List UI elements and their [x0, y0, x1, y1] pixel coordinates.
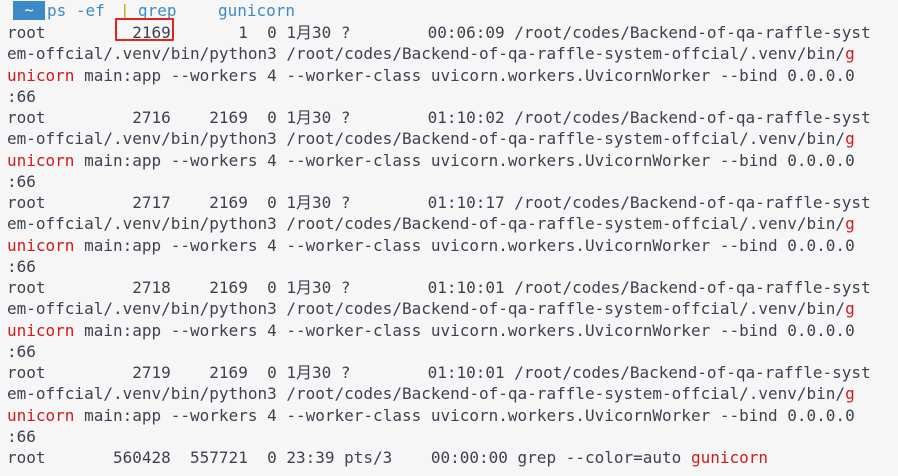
line-text: :66: [7, 171, 36, 191]
grep-match: unicorn: [7, 405, 75, 425]
output-line: root 2718 2169 0 1月30 ? 01:10:01 /root/c…: [7, 277, 871, 298]
output-line: :66: [7, 86, 36, 107]
output-line: em-offcial/.venv/bin/python3 /root/codes…: [7, 43, 855, 64]
output-line: root 2717 2169 0 1月30 ? 01:10:17 /root/c…: [7, 192, 871, 213]
line-text: root 2717 2169 0 1月30 ? 01:10:17 /root/c…: [7, 193, 871, 212]
grep-match: gunicorn: [690, 448, 768, 467]
line-text: root 2169 1 0 1月30 ? 00:06:09 /root/code…: [7, 23, 871, 42]
output-line: em-offcial/.venv/bin/python3 /root/codes…: [7, 383, 855, 404]
line-text: em-offcial/.venv/bin/python3 /root/codes…: [7, 299, 846, 319]
output-line: :66: [7, 171, 36, 192]
prompt-line: ~ ps -ef | grep gunicorn: [7, 0, 295, 21]
grep-match: g: [845, 214, 855, 234]
line-text-rest: main:app --workers 4 --worker-class uvic…: [74, 235, 855, 255]
output-line: unicorn main:app --workers 4 --worker-cl…: [7, 320, 855, 341]
output-line: :66: [7, 341, 36, 362]
output-line: em-offcial/.venv/bin/python3 /root/codes…: [7, 298, 855, 319]
line-text: :66: [7, 426, 36, 446]
line-text: root 2719 2169 0 1月30 ? 01:10:01 /root/c…: [7, 363, 871, 382]
annotation-highlight-box: [115, 18, 174, 41]
output-line: :66: [7, 256, 36, 277]
output-line: unicorn main:app --workers 4 --worker-cl…: [7, 405, 855, 426]
grep-match: unicorn: [7, 150, 75, 170]
line-text-rest: main:app --workers 4 --worker-class uvic…: [74, 320, 855, 340]
line-text: em-offcial/.venv/bin/python3 /root/codes…: [7, 44, 846, 64]
grep-match: unicorn: [7, 65, 75, 85]
grep-match: g: [845, 44, 855, 64]
output-line: root 2716 2169 0 1月30 ? 01:10:02 /root/c…: [7, 107, 871, 128]
grep-match: g: [845, 129, 855, 149]
output-line: root 2169 1 0 1月30 ? 00:06:09 /root/code…: [7, 22, 871, 43]
grep-match: g: [845, 384, 855, 404]
grep-match: unicorn: [7, 235, 75, 255]
line-text-rest: main:app --workers 4 --worker-class uvic…: [74, 150, 855, 170]
line-text-rest: main:app --workers 4 --worker-class uvic…: [74, 65, 855, 85]
output-line: em-offcial/.venv/bin/python3 /root/codes…: [7, 128, 855, 149]
output-line: unicorn main:app --workers 4 --worker-cl…: [7, 150, 855, 171]
grep-match: unicorn: [7, 320, 75, 340]
line-text: em-offcial/.venv/bin/python3 /root/codes…: [7, 129, 846, 149]
line-text: root 2718 2169 0 1月30 ? 01:10:01 /root/c…: [7, 278, 871, 297]
prompt-grep: grep: [138, 1, 177, 20]
line-text-rest: main:app --workers 4 --worker-class uvic…: [74, 405, 855, 425]
line-text: em-offcial/.venv/bin/python3 /root/codes…: [7, 384, 846, 404]
prompt-pipe: |: [120, 1, 130, 20]
line-text: :66: [7, 256, 36, 276]
line-text: root 2716 2169 0 1月30 ? 01:10:02 /root/c…: [7, 108, 871, 127]
line-text: :66: [7, 86, 36, 106]
line-text: :66: [7, 341, 36, 361]
prompt-home-badge: ~: [13, 1, 45, 20]
prompt-command: ps -ef: [47, 1, 105, 20]
output-line: :66: [7, 426, 36, 447]
prompt-pattern: gunicorn: [218, 1, 296, 20]
output-line: unicorn main:app --workers 4 --worker-cl…: [7, 235, 855, 256]
line-text: root 560428 557721 0 23:39 pts/3 00:00:0…: [7, 448, 691, 467]
output-line: em-offcial/.venv/bin/python3 /root/codes…: [7, 213, 855, 234]
output-line: root 2719 2169 0 1月30 ? 01:10:01 /root/c…: [7, 362, 871, 383]
output-line: unicorn main:app --workers 4 --worker-cl…: [7, 65, 855, 86]
line-text: em-offcial/.venv/bin/python3 /root/codes…: [7, 214, 846, 234]
output-line: root 560428 557721 0 23:39 pts/3 00:00:0…: [7, 447, 768, 468]
grep-match: g: [845, 299, 855, 319]
